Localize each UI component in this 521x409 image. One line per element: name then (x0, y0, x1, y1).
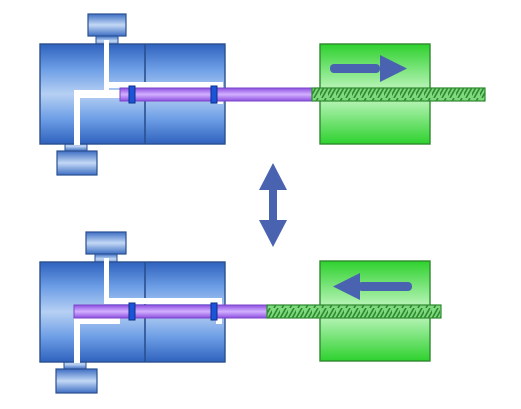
top-seal-left (128, 85, 136, 104)
top-lower-port (56, 140, 98, 176)
top-lead-screw (311, 87, 486, 102)
bottom-lead-screw (266, 304, 442, 319)
bottom-assembly (39, 231, 442, 394)
top-seal-right (210, 85, 218, 104)
bottom-seal-left (128, 302, 136, 321)
top-direction-arrow-right (330, 55, 407, 82)
bottom-lower-port (55, 358, 98, 394)
vertical-double-arrow (259, 163, 287, 247)
top-assembly (39, 13, 486, 176)
bottom-seal-right (210, 302, 218, 321)
bottom-direction-arrow-left (333, 273, 412, 300)
bottom-piston-rod (73, 304, 271, 319)
